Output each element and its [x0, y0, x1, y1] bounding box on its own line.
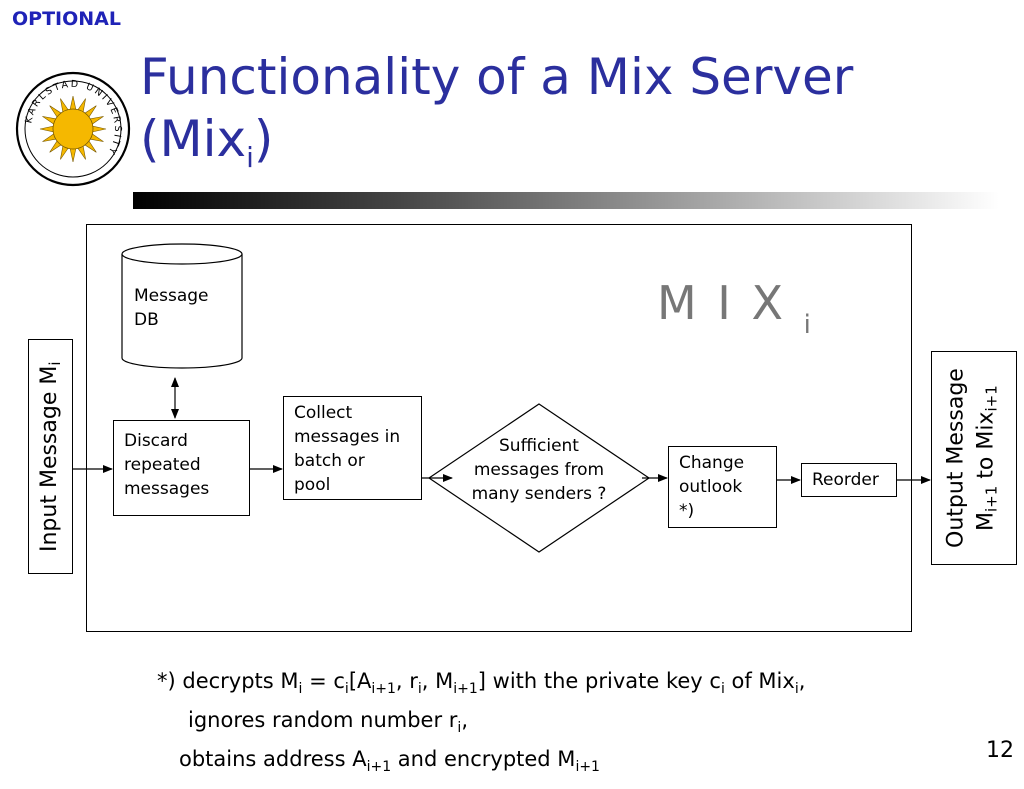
footnote-line-3: obtains address Ai+1 and encrypted Mi+1: [179, 747, 600, 776]
message-db-cylinder: [121, 243, 243, 369]
title-line-1: Functionality of a Mix Server: [140, 48, 854, 106]
input-message-box: Input Message Mi: [28, 339, 73, 574]
sun-icon: [39, 95, 107, 163]
mix-server-box: [86, 224, 912, 632]
title-underline-bar: [133, 192, 999, 209]
title-line-2: (Mixi): [140, 110, 274, 174]
reorder-box: Reorder: [801, 463, 897, 497]
sufficient-decision-diamond: [427, 403, 651, 553]
output-message-box: Output Message Mi+1 to Mixi+1: [931, 351, 1017, 565]
optional-tag: OPTIONAL: [12, 8, 121, 30]
mix-label: M I X i: [657, 276, 811, 340]
slide-title: Functionality of a Mix Server (Mixi): [140, 46, 853, 189]
footnote-line-1: *) decrypts Mi = ci[Ai+1, ri, Mi+1] with…: [157, 669, 806, 698]
page-number: 12: [986, 738, 1014, 763]
footnote: *) decrypts Mi = ci[Ai+1, ri, Mi+1] with…: [157, 666, 805, 784]
karlstad-university-logo: KARLSTAD UNIVERSITY: [15, 71, 131, 187]
footnote-line-2: ignores random number ri,: [188, 708, 468, 737]
